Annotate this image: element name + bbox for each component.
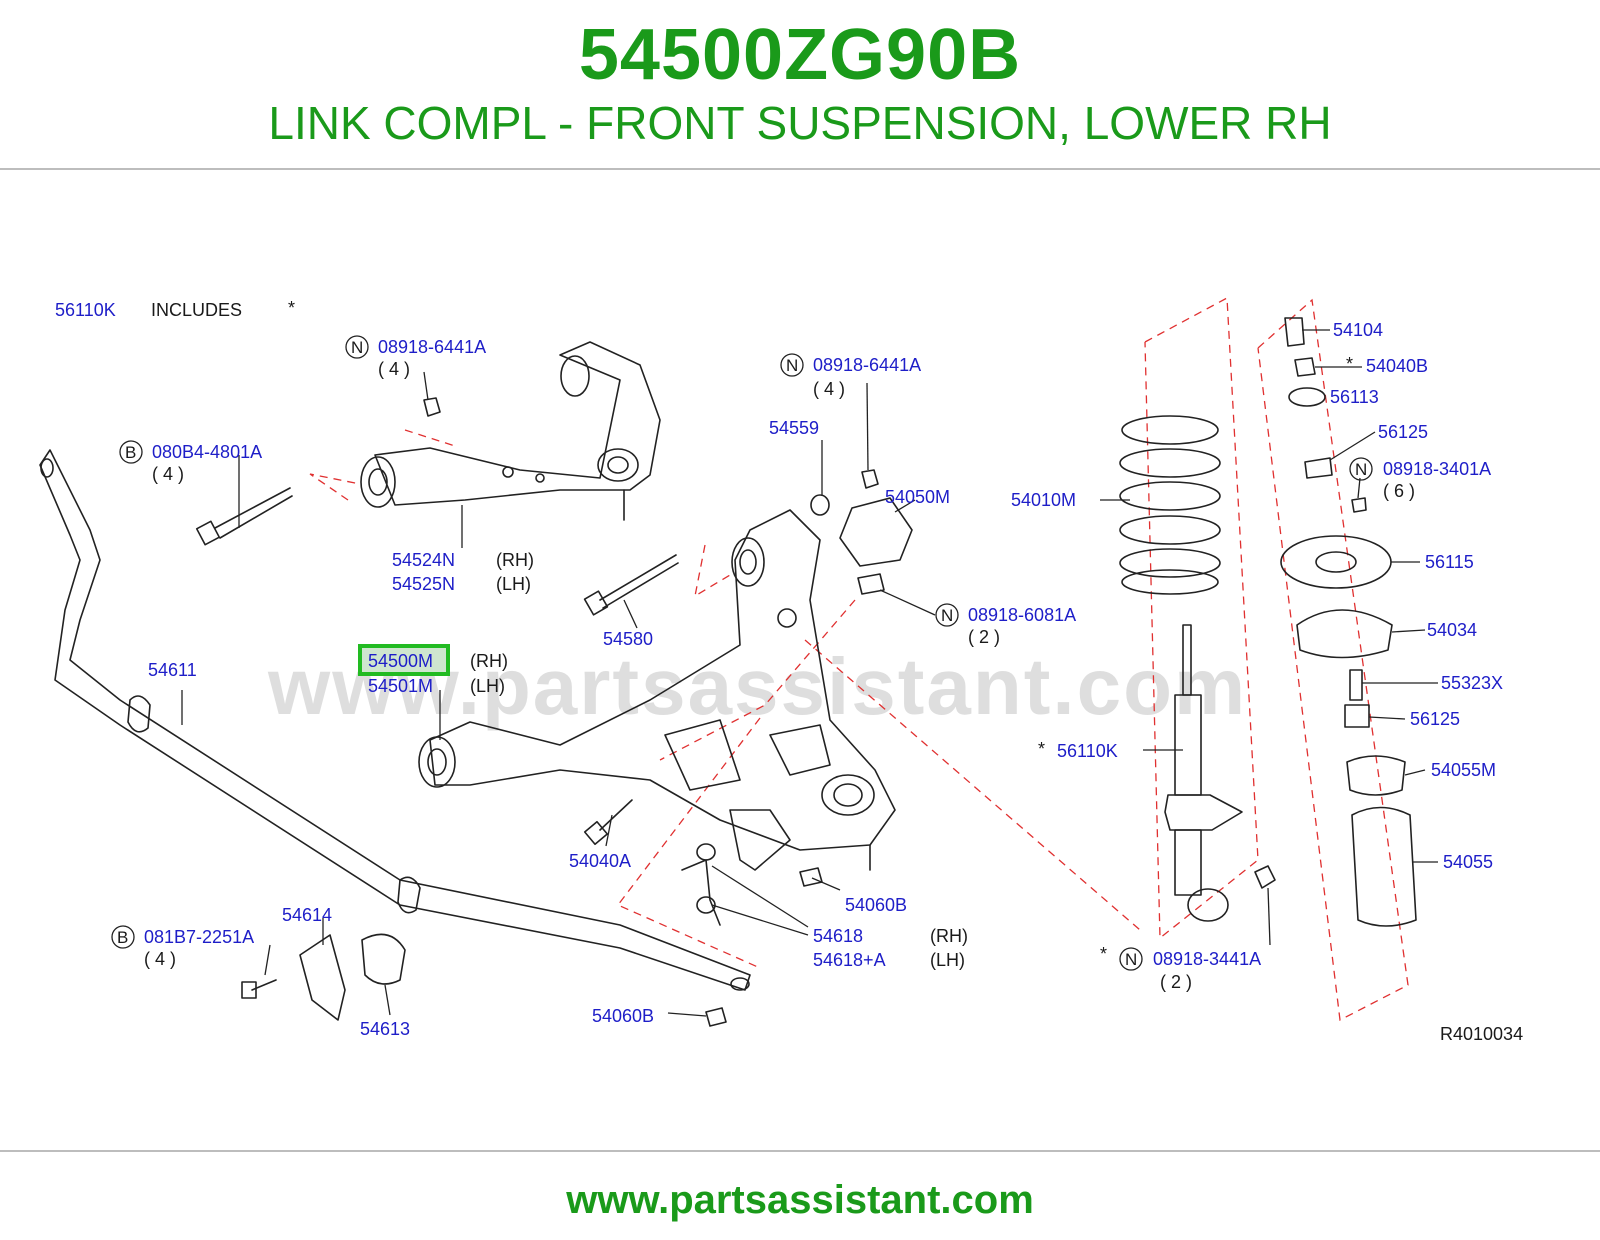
footer-url[interactable]: www.partsassistant.com <box>566 1178 1034 1222</box>
label-081B7-2251A[interactable]: 081B7-2251A <box>144 927 254 947</box>
leader-lines <box>181 329 1438 1017</box>
footer-divider <box>0 1150 1600 1152</box>
lh-3: (LH) <box>930 950 965 970</box>
label-08918-3401A[interactable]: 08918-3401A <box>1383 459 1491 479</box>
svg-text:B: B <box>125 443 136 462</box>
qty-2-a: ( 2 ) <box>968 627 1000 647</box>
label-54500M[interactable]: 54500M <box>368 651 433 671</box>
includes-mark: * <box>288 298 295 318</box>
svg-text:N: N <box>351 338 363 357</box>
label-55323X[interactable]: 55323X <box>1441 673 1503 693</box>
lower-link-54500M <box>418 509 896 871</box>
reference-code: R4010034 <box>1440 1024 1523 1044</box>
svg-text:N: N <box>1355 460 1367 479</box>
upper-link-54524N <box>360 341 661 521</box>
label-54050M[interactable]: 54050M <box>885 487 950 507</box>
qty-4-a: ( 4 ) <box>378 359 410 379</box>
rh-2: (RH) <box>470 651 508 671</box>
label-080B4-4801A[interactable]: 080B4-4801A <box>152 442 262 462</box>
label-54618[interactable]: 54618 <box>813 926 863 946</box>
part-number-title: 54500ZG90B <box>578 15 1022 95</box>
label-54055[interactable]: 54055 <box>1443 852 1493 872</box>
star-2: * <box>1100 944 1107 964</box>
label-08918-6441A-b[interactable]: 08918-6441A <box>813 355 921 375</box>
svg-text:N: N <box>941 606 953 625</box>
svg-text:N: N <box>786 356 798 375</box>
star-1: * <box>1038 739 1045 759</box>
svg-text:B: B <box>117 928 128 947</box>
lh-2: (LH) <box>470 676 505 696</box>
label-54040B[interactable]: 54040B <box>1366 356 1428 376</box>
fasteners <box>195 397 913 1027</box>
part-description: LINK COMPL - FRONT SUSPENSION, LOWER RH <box>268 97 1332 149</box>
qty-2-b: ( 2 ) <box>1160 972 1192 992</box>
label-08918-6081A[interactable]: 08918-6081A <box>968 605 1076 625</box>
coil-spring-54010M <box>1119 415 1221 595</box>
label-54611[interactable]: 54611 <box>148 660 197 680</box>
header-divider <box>0 168 1600 170</box>
label-54010M[interactable]: 54010M <box>1011 490 1076 510</box>
label-54524N[interactable]: 54524N <box>392 550 455 570</box>
label-56110K[interactable]: 56110K <box>1057 741 1118 761</box>
label-54618A[interactable]: 54618+A <box>813 950 886 970</box>
label-54614[interactable]: 54614 <box>282 905 332 925</box>
label-54559[interactable]: 54559 <box>769 418 819 438</box>
circle-markers: N B N N B N N <box>111 335 1373 971</box>
qty-4-c: ( 4 ) <box>813 379 845 399</box>
strut-mount-stack <box>1280 317 1417 927</box>
qty-4-b: ( 4 ) <box>152 464 184 484</box>
label-08918-6441A-a[interactable]: 08918-6441A <box>378 337 486 357</box>
shock-absorber-56110K <box>1164 624 1276 922</box>
label-54525N[interactable]: 54525N <box>392 574 455 594</box>
label-54040A[interactable]: 54040A <box>569 851 631 871</box>
rh-3: (RH) <box>930 926 968 946</box>
label-54060B-b[interactable]: 54060B <box>592 1006 654 1026</box>
part-labels: 56110K INCLUDES * 08918-6441A ( 4 ) 080B… <box>55 298 1523 1044</box>
label-54104[interactable]: 54104 <box>1333 320 1383 340</box>
label-56125-a[interactable]: 56125 <box>1378 422 1428 442</box>
label-54034[interactable]: 54034 <box>1427 620 1477 640</box>
label-54580[interactable]: 54580 <box>603 629 653 649</box>
includes-text: INCLUDES <box>151 300 242 320</box>
label-54060B-a[interactable]: 54060B <box>845 895 907 915</box>
assembly-dashed-outlines <box>309 296 1409 1022</box>
label-56125-b[interactable]: 56125 <box>1410 709 1460 729</box>
stabilizer-bar-54611 <box>39 449 751 991</box>
highlight-box <box>358 644 450 676</box>
star-3: * <box>1346 354 1353 374</box>
label-56113[interactable]: 56113 <box>1330 387 1379 407</box>
label-56115[interactable]: 56115 <box>1425 552 1474 572</box>
qty-4-d: ( 4 ) <box>144 949 176 969</box>
lh-1: (LH) <box>496 574 531 594</box>
label-08918-3441A[interactable]: 08918-3441A <box>1153 949 1261 969</box>
label-54501M[interactable]: 54501M <box>368 676 433 696</box>
qty-6: ( 6 ) <box>1383 481 1415 501</box>
includes-code[interactable]: 56110K <box>55 300 116 320</box>
svg-text:N: N <box>1125 950 1137 969</box>
label-54055M[interactable]: 54055M <box>1431 760 1496 780</box>
rh-1: (RH) <box>496 550 534 570</box>
stabilizer-link-54618 <box>299 843 721 1021</box>
label-54613[interactable]: 54613 <box>360 1019 410 1039</box>
